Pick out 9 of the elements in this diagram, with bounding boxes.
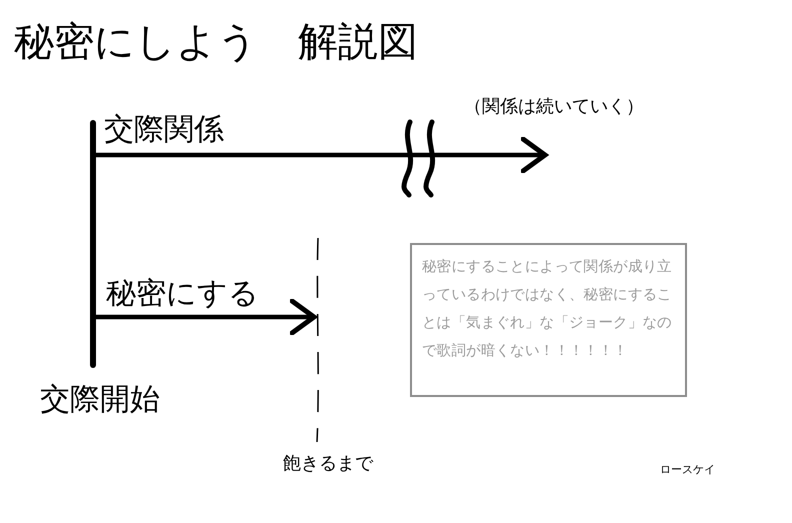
note-box <box>410 243 687 397</box>
signature-text: ロースケイ <box>660 462 715 477</box>
node-label: 交際開始 <box>40 382 160 418</box>
edge-label: 秘密にする <box>106 276 259 312</box>
node-label: 飽きるまで <box>283 452 373 476</box>
annotation-text: （関係は続いていく） <box>464 95 644 118</box>
note-text: 秘密にすることによって関係が成り立っているわけではなく、秘密にすることは「気まぐれ」な「ジョーク」なので歌詞が暗くない！！！！！！ <box>422 258 673 361</box>
edge-label: 交際関係 <box>104 112 224 148</box>
title: 秘密にしよう 解説図 <box>14 18 418 66</box>
